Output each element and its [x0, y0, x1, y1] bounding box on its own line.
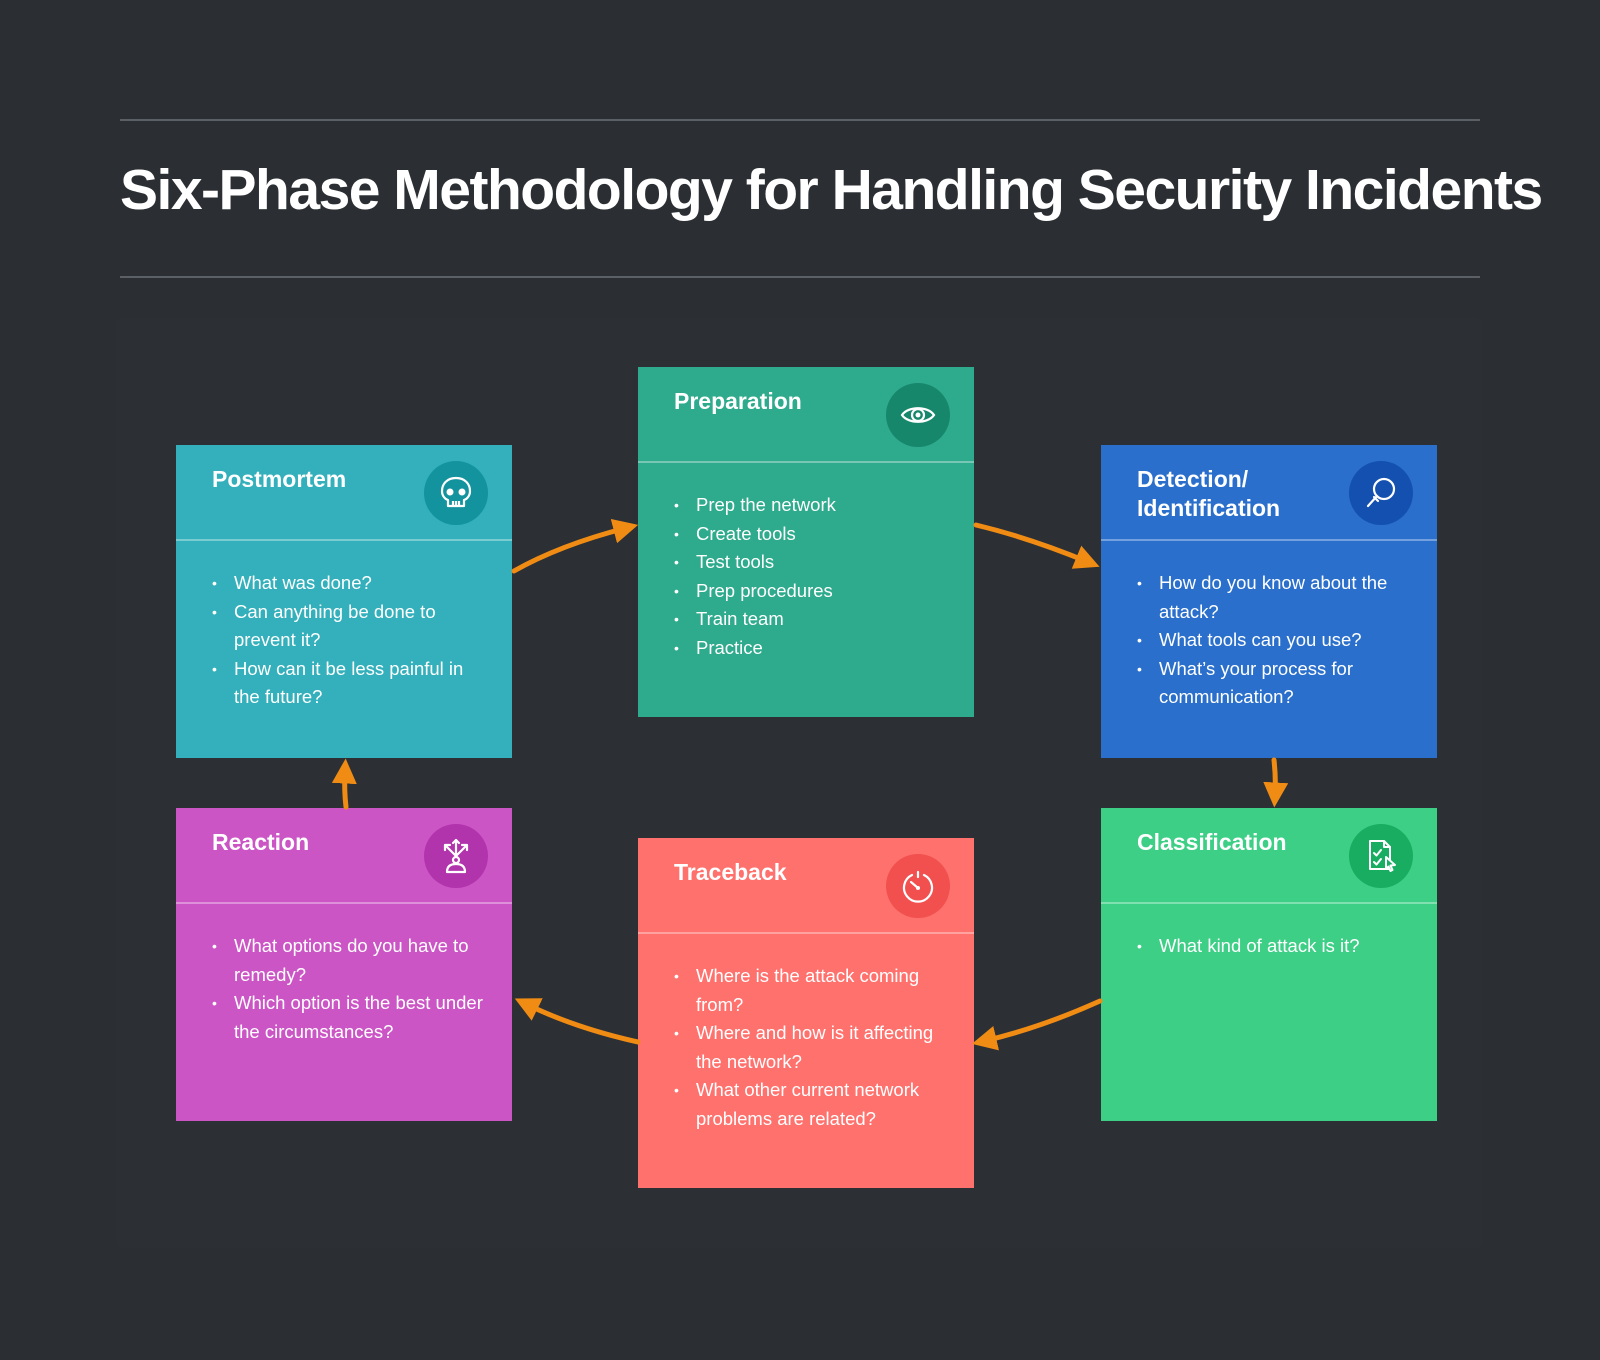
- phase-item: Where is the attack coming from?: [674, 962, 946, 1019]
- phase-body: Prep the networkCreate toolsTest toolsPr…: [638, 463, 974, 682]
- phase-body: How do you know about the attack?What to…: [1101, 541, 1437, 732]
- phase-header: Reaction: [176, 808, 512, 904]
- phase-item: Which option is the best under the circu…: [212, 989, 484, 1046]
- eye-icon: [886, 383, 950, 447]
- phase-items: Prep the networkCreate toolsTest toolsPr…: [674, 491, 946, 662]
- phase-item: How do you know about the attack?: [1137, 569, 1409, 626]
- phase-title: Postmortem: [212, 466, 347, 492]
- phase-item: Can anything be done to prevent it?: [212, 598, 484, 655]
- magnifier-icon: [1349, 461, 1413, 525]
- phase-items: What was done?Can anything be done to pr…: [212, 569, 484, 712]
- phase-card-detection: Detection/ Identification How do you kno…: [1101, 445, 1437, 758]
- phase-item: Prep the network: [674, 491, 946, 520]
- page-title: Six-Phase Methodology for Handling Secur…: [120, 158, 1543, 222]
- phase-item: What’s your process for communication?: [1137, 655, 1409, 712]
- phase-item: What tools can you use?: [1137, 626, 1409, 655]
- phase-item: Practice: [674, 634, 946, 663]
- phase-items: What kind of attack is it?: [1137, 932, 1409, 961]
- phase-body: Where is the attack coming from?Where an…: [638, 934, 974, 1153]
- phase-header: Postmortem: [176, 445, 512, 541]
- phase-title: Preparation: [674, 388, 802, 414]
- checklist-document-icon: [1349, 824, 1413, 888]
- phase-item: What options do you have to remedy?: [212, 932, 484, 989]
- phase-item: How can it be less painful in the future…: [212, 655, 484, 712]
- gauge-icon: [886, 854, 950, 918]
- phase-item: Prep procedures: [674, 577, 946, 606]
- phase-item: What other current network problems are …: [674, 1076, 946, 1133]
- phase-body: What kind of attack is it?: [1101, 904, 1437, 981]
- top-divider: [120, 119, 1480, 121]
- phase-title: Reaction: [212, 829, 310, 855]
- phase-items: Where is the attack coming from?Where an…: [674, 962, 946, 1133]
- phase-card-classification: Classification What kind of attack is it…: [1101, 808, 1437, 1121]
- phase-body: What was done?Can anything be done to pr…: [176, 541, 512, 732]
- phase-card-traceback: Traceback Where is the attack coming fro…: [638, 838, 974, 1188]
- phase-item: Train team: [674, 605, 946, 634]
- branching-person-icon: [424, 824, 488, 888]
- phase-item: What kind of attack is it?: [1137, 932, 1409, 961]
- phase-item: Create tools: [674, 520, 946, 549]
- phase-header: Preparation: [638, 367, 974, 463]
- phase-title: Detection/ Identification: [1137, 466, 1281, 521]
- phase-card-reaction: Reaction What options do you have to rem…: [176, 808, 512, 1121]
- phase-item: Test tools: [674, 548, 946, 577]
- phase-header: Classification: [1101, 808, 1437, 904]
- phase-header: Detection/ Identification: [1101, 445, 1437, 541]
- phase-header: Traceback: [638, 838, 974, 934]
- phase-card-preparation: Preparation Prep the networkCreate tools…: [638, 367, 974, 717]
- phase-card-postmortem: Postmortem What was done?Can anything be…: [176, 445, 512, 758]
- phase-body: What options do you have to remedy?Which…: [176, 904, 512, 1066]
- phase-item: What was done?: [212, 569, 484, 598]
- phase-title: Traceback: [674, 859, 787, 885]
- phase-items: What options do you have to remedy?Which…: [212, 932, 484, 1046]
- skull-icon: [424, 461, 488, 525]
- bottom-divider: [120, 276, 1480, 278]
- phase-items: How do you know about the attack?What to…: [1137, 569, 1409, 712]
- phase-item: Where and how is it affecting the networ…: [674, 1019, 946, 1076]
- phase-title: Classification: [1137, 829, 1287, 855]
